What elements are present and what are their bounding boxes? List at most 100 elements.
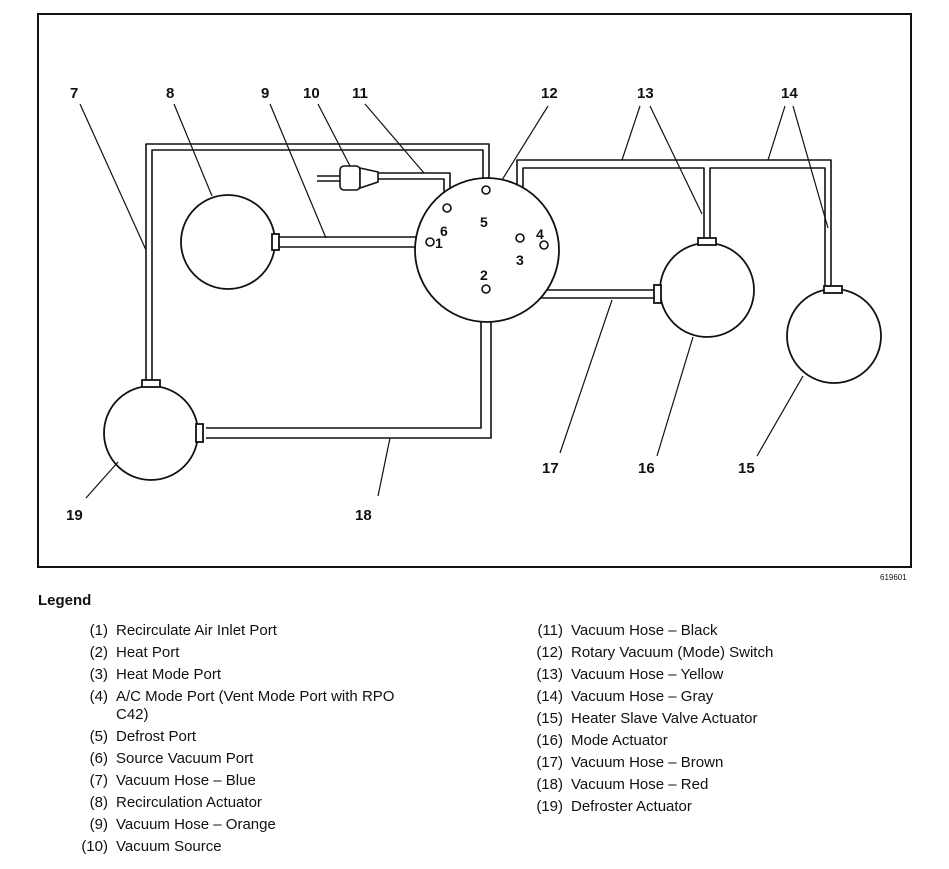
legend-num: (3) — [89, 666, 108, 683]
legend-text: Vacuum Hose – Red — [571, 776, 709, 793]
legend-text: Heat Mode Port — [116, 666, 222, 683]
legend-item: (13) Vacuum Hose – Yellow — [519, 664, 919, 686]
legend-num: (6) — [89, 750, 108, 767]
legend-right-column: (11) Vacuum Hose – Black (12) Rotary Vacuu… — [519, 620, 919, 818]
legend-item: (11) Vacuum Hose – Black — [519, 620, 919, 642]
legend-item: (18) Vacuum Hose – Red — [519, 774, 919, 796]
legend-num: (15) — [536, 710, 563, 727]
callout-15: 15 — [738, 460, 755, 477]
legend-text: Defroster Actuator — [571, 798, 692, 815]
legend-num: (17) — [536, 754, 563, 771]
legend-text: Heat Port — [116, 644, 180, 661]
legend-left-column: (1) Recirculate Air Inlet Port (2) Heat Po… — [64, 620, 414, 858]
vacuum-source-connector — [317, 165, 379, 191]
legend-item: (8) Recirculation Actuator — [64, 792, 414, 814]
port-label-2: 2 — [480, 267, 488, 283]
legend-text: A/C Mode Port (Vent Mode Port with RPO C… — [116, 688, 395, 723]
legend-text: Vacuum Hose – Brown — [571, 754, 724, 771]
legend-num: (10) — [81, 838, 108, 855]
callout-13: 13 — [637, 85, 654, 102]
legend-item: (10) Vacuum Source — [64, 836, 414, 858]
legend-title: Legend — [38, 592, 92, 609]
recirculation-actuator-fitting — [271, 233, 280, 251]
heater-slave-valve-actuator — [786, 288, 882, 384]
mode-actuator-side-fitting — [653, 284, 662, 304]
defroster-actuator-top-fitting — [141, 379, 161, 388]
figure-id: 619601 — [880, 573, 907, 582]
hose-17-brown-inner — [546, 250, 660, 291]
legend-num: (14) — [536, 688, 563, 705]
legend-num: (5) — [89, 728, 108, 745]
legend-text: Defrost Port — [116, 728, 197, 745]
callout-11: 11 — [352, 85, 368, 102]
legend-text: Mode Actuator — [571, 732, 668, 749]
legend-num: (18) — [536, 776, 563, 793]
legend-text: Vacuum Hose – Black — [571, 622, 718, 639]
heater-slave-valve-actuator-fitting — [823, 285, 843, 294]
legend-num: (12) — [536, 644, 563, 661]
legend-text: Source Vacuum Port — [116, 750, 254, 767]
hose-7-blue — [145, 143, 490, 382]
rotary-vacuum-switch — [414, 177, 560, 323]
legend-item: (12) Rotary Vacuum (Mode) Switch — [519, 642, 919, 664]
legend-text: Rotary Vacuum (Mode) Switch — [571, 644, 774, 661]
legend-num: (16) — [536, 732, 563, 749]
legend-item: (15) Heater Slave Valve Actuator — [519, 708, 919, 730]
legend-item: (14) Vacuum Hose – Gray — [519, 686, 919, 708]
hose-13-14-branch — [709, 167, 826, 292]
legend-num: (13) — [536, 666, 563, 683]
callout-17: 17 — [542, 460, 559, 477]
callout-16: 16 — [638, 460, 655, 477]
legend-text: Heater Slave Valve Actuator — [571, 710, 758, 727]
legend-num: (4) — [89, 688, 108, 705]
legend-item: (2) Heat Port — [64, 642, 414, 664]
legend-item: (16) Mode Actuator — [519, 730, 919, 752]
port-label-3: 3 — [516, 252, 524, 268]
callout-19: 19 — [66, 507, 83, 524]
port-label-4: 4 — [536, 226, 544, 242]
callout-12: 12 — [541, 85, 558, 102]
legend-text: Vacuum Hose – Gray — [571, 688, 714, 705]
switch-ports — [425, 185, 549, 294]
defroster-actuator-side-fitting — [195, 423, 204, 443]
legend-num: (11) — [537, 622, 563, 639]
callout-9: 9 — [261, 85, 269, 102]
defroster-actuator — [103, 385, 199, 481]
legend-num: (1) — [89, 622, 108, 639]
callout-14: 14 — [781, 85, 798, 102]
legend-item: (1) Recirculate Air Inlet Port — [64, 620, 414, 642]
legend-item: (5) Defrost Port — [64, 726, 414, 748]
callout-7: 7 — [70, 85, 78, 102]
diagram-frame — [37, 13, 912, 568]
legend-item: (3) Heat Mode Port — [64, 664, 414, 686]
legend-num: (9) — [89, 816, 108, 833]
legend-item: (4) A/C Mode Port (Vent Mode Port with RP… — [64, 686, 414, 726]
legend-item: (17) Vacuum Hose – Brown — [519, 752, 919, 774]
legend-item: (9) Vacuum Hose – Orange — [64, 814, 414, 836]
mode-actuator-top-fitting — [697, 237, 717, 246]
hose-18-red-inner — [206, 288, 482, 429]
legend-text: Vacuum Hose – Blue — [116, 772, 256, 789]
legend-num: (7) — [89, 772, 108, 789]
leader-lines — [79, 103, 829, 499]
legend-num: (19) — [536, 798, 563, 815]
legend-text: Recirculate Air Inlet Port — [116, 622, 277, 639]
legend-num: (8) — [89, 794, 108, 811]
legend-num: (2) — [89, 644, 108, 661]
legend-text: Vacuum Hose – Orange — [116, 816, 276, 833]
legend-item: (19) Defroster Actuator — [519, 796, 919, 818]
legend-text: Vacuum Hose – Yellow — [571, 666, 724, 683]
port-label-1: 1 — [435, 235, 443, 251]
recirculation-actuator — [180, 194, 276, 290]
hose-18-red — [206, 288, 492, 439]
legend-text: Recirculation Actuator — [116, 794, 262, 811]
legend-text: Vacuum Source — [116, 838, 222, 855]
legend-item: (7) Vacuum Hose – Blue — [64, 770, 414, 792]
port-label-5: 5 — [480, 214, 488, 230]
hose-7-blue-inner — [151, 149, 484, 382]
vacuum-system-diagram: 7 8 9 10 11 12 13 14 19 18 17 16 15 1 2 … — [37, 13, 912, 582]
callout-8: 8 — [166, 85, 174, 102]
mode-actuator — [659, 242, 755, 338]
port-label-6: 6 — [440, 223, 448, 239]
callout-18: 18 — [355, 507, 372, 524]
